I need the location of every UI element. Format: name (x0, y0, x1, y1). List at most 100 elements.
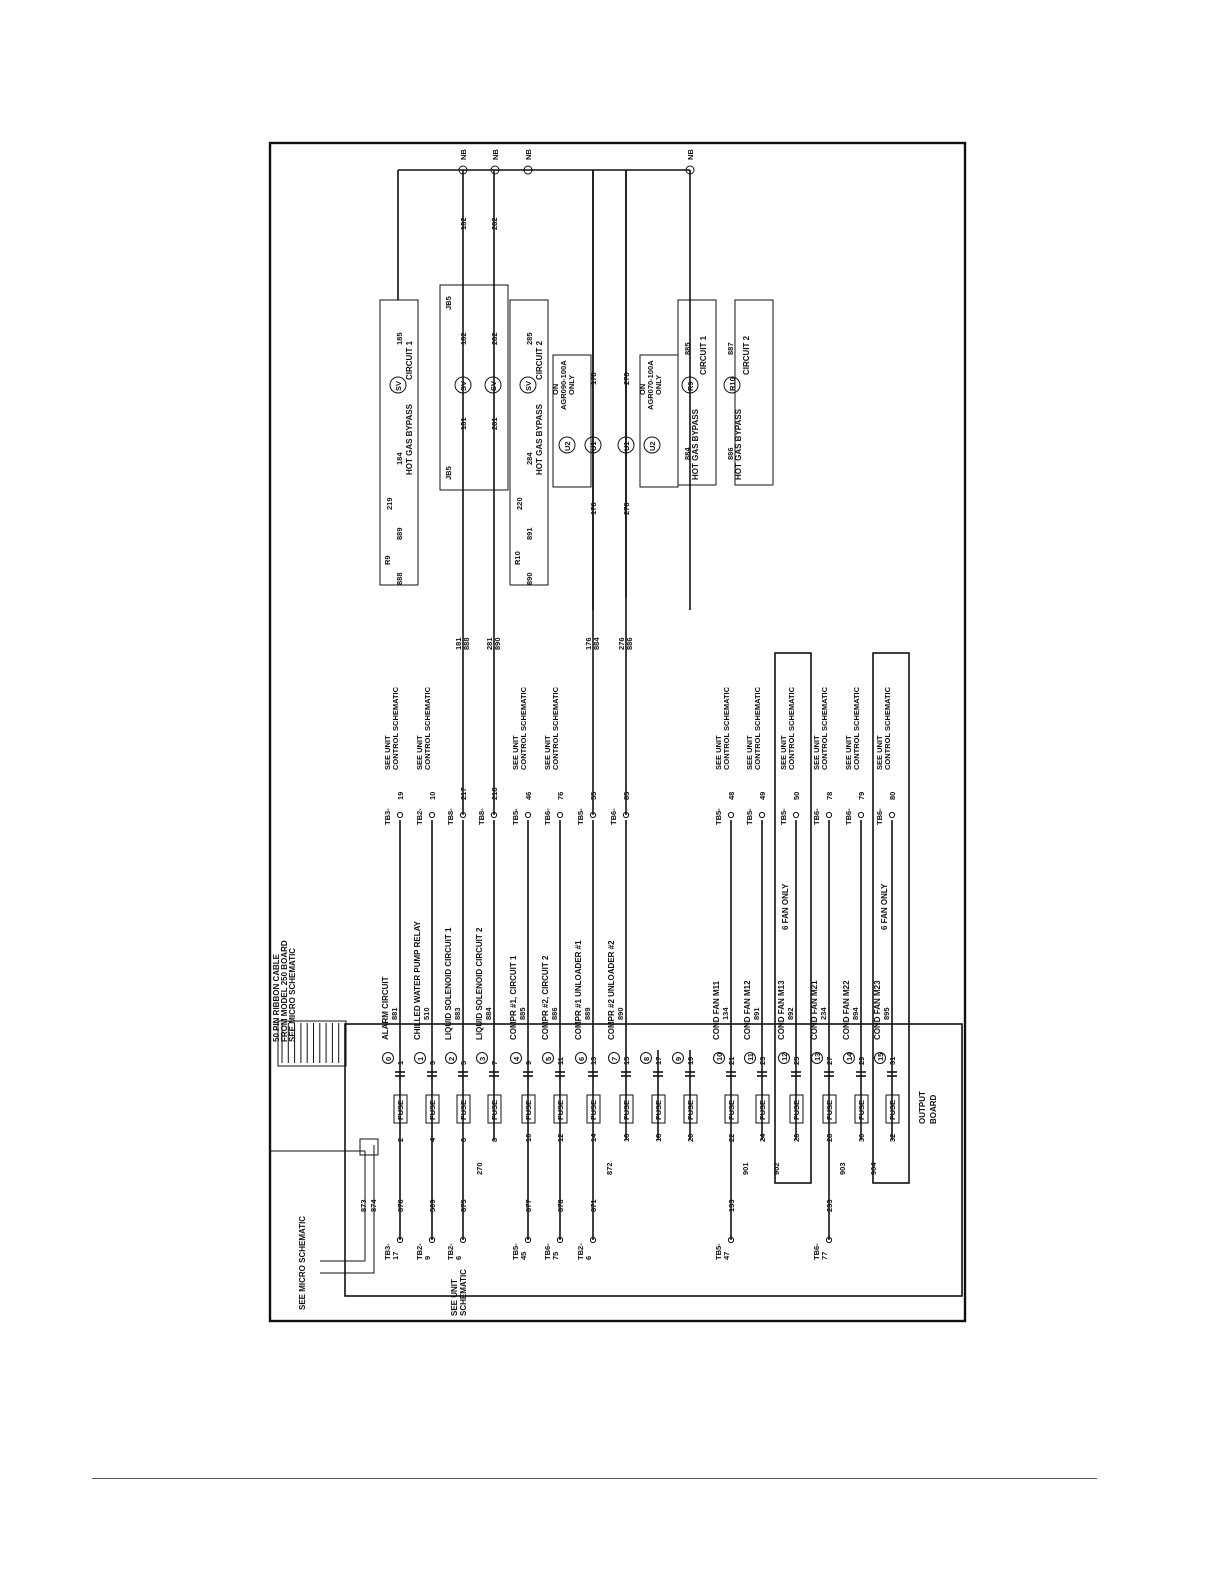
channel-wire-number: 885 (518, 1007, 527, 1020)
jumper-label: 904 (869, 1162, 878, 1175)
micro-wire-874: 874 (369, 1199, 378, 1212)
sv-label: SV (459, 381, 468, 391)
channel-number: 3 (478, 1057, 487, 1061)
channel-number: 11 (746, 1053, 755, 1061)
output-terminal-block: TB6- (609, 808, 618, 825)
output-terminal-block: TB6- (812, 808, 821, 825)
jumper-label: 901 (741, 1162, 750, 1175)
input-wire-number: 871 (589, 1199, 598, 1212)
fuse-label: FUSE (396, 1100, 405, 1120)
coil-label: U1 (589, 441, 598, 451)
liq2-w1: 281 (490, 417, 499, 430)
input-pin: 9 (423, 1256, 432, 1260)
terminal-dot (396, 811, 404, 819)
ribbon-cable (281, 1023, 340, 1063)
fuse-icon (619, 1094, 634, 1124)
output-terminal-block: TB5- (779, 808, 788, 825)
output-pin: 80 (888, 792, 897, 800)
pin-odd: 11 (556, 1057, 565, 1065)
coil-label: U1 (622, 441, 631, 451)
r10-label: R10 (728, 377, 737, 391)
see-unit-ref: CONTROL SCHEMATIC (391, 686, 400, 770)
channel-wire-number: 510 (422, 1007, 431, 1020)
channel-wire-number: 134 (721, 1007, 730, 1020)
channel-wire-number: 891 (752, 1007, 761, 1020)
fuse-label: FUSE (888, 1100, 897, 1120)
channel-number-circle (843, 1052, 855, 1064)
micro-lead-873 (270, 1150, 366, 1262)
fuse-icon (651, 1094, 666, 1124)
pin-even: 20 (686, 1134, 695, 1142)
r10-text: HOT GAS BYPASS (734, 408, 743, 480)
hgb2-w1: 284 (525, 452, 534, 465)
channel-wire-number: 894 (851, 1007, 860, 1020)
pin-odd: 17 (654, 1057, 663, 1065)
liq1-w2: 182 (459, 332, 468, 345)
pin-odd: 19 (686, 1057, 695, 1065)
pin-odd: 5 (459, 1061, 468, 1065)
fuse-label: FUSE (589, 1100, 598, 1120)
fuse-icon (586, 1094, 601, 1124)
pin-even: 28 (825, 1134, 834, 1142)
output-pin: 85 (622, 792, 631, 800)
r10-wout: 887 (726, 342, 735, 355)
relay-coil-icon (643, 436, 661, 454)
channel-number: 6 (577, 1057, 586, 1061)
terminal-dot (396, 1236, 404, 1244)
channel-number-circle (874, 1052, 886, 1064)
channel-wire-number: 895 (882, 1007, 891, 1020)
input-pin: 47 (722, 1252, 731, 1260)
output-pin: 218 (490, 787, 499, 800)
channel-wire-number: 884 (484, 1007, 493, 1020)
r9-text: HOT GAS BYPASS (691, 408, 700, 480)
pin-even: 10 (524, 1134, 533, 1142)
channel-label: COMPR #1 UNLOADER #1 (574, 940, 583, 1040)
jumper-label: 903 (838, 1162, 847, 1175)
agr-box-1 (552, 354, 592, 488)
jumper-label: 270 (475, 1162, 484, 1175)
fuse-icon (425, 1094, 440, 1124)
fuse-icon (553, 1094, 568, 1124)
channel-number-circle (414, 1052, 426, 1064)
channel-wire-number: 889 (583, 1007, 592, 1020)
six-fan-box-1 (774, 652, 812, 1184)
fuse-icon (393, 1094, 408, 1124)
micro-wire-873: 873 (359, 1199, 368, 1212)
hgb2-relay-label: R10 (513, 551, 522, 565)
input-pin: 6 (454, 1256, 463, 1260)
sv-label: SV (394, 381, 403, 391)
terminal-dot (556, 811, 564, 819)
hgb2-w2: 285 (525, 332, 534, 345)
terminal-dot (792, 811, 800, 819)
channel-number: 7 (610, 1057, 619, 1061)
see-unit-ref: CONTROL SCHEMATIC (787, 686, 796, 770)
pin-odd: 9 (524, 1061, 533, 1065)
hgb1-w1: 184 (395, 452, 404, 465)
see-unit-ref: CONTROL SCHEMATIC (519, 686, 528, 770)
channel-number: 9 (674, 1057, 683, 1061)
input-terminal-block: TB2- (446, 1243, 455, 1260)
terminal-dot (589, 1236, 597, 1244)
see-unit-ref: SEE UNIT (844, 735, 853, 770)
channel-wire-number: 881 (390, 1007, 399, 1020)
run-wire-number: 888 (462, 637, 471, 650)
channel-number-circle (382, 1052, 394, 1064)
fuse-icon (683, 1094, 698, 1124)
see-unit-left-2: SCHEMATIC (459, 1269, 468, 1316)
sv-label: SV (524, 381, 533, 391)
channel-number-circle (476, 1052, 488, 1064)
fuse-label: FUSE (792, 1100, 801, 1120)
channel-number: 14 (845, 1052, 854, 1061)
see-unit-ref: SEE UNIT (779, 735, 788, 770)
output-terminal-block: TB5- (511, 808, 520, 825)
pin-even: 22 (727, 1134, 736, 1142)
six-fan-box-2 (872, 652, 910, 1184)
agr1-win: 176 (589, 502, 598, 515)
fuse-label: FUSE (686, 1100, 695, 1120)
liq1-far: 182 (459, 217, 468, 230)
fuse-label: FUSE (459, 1100, 468, 1120)
fuse-icon (822, 1094, 837, 1124)
liq2-w2: 282 (490, 332, 499, 345)
hgb1-circuit: CIRCUIT 1 (405, 340, 414, 380)
input-pin: 77 (820, 1252, 829, 1260)
